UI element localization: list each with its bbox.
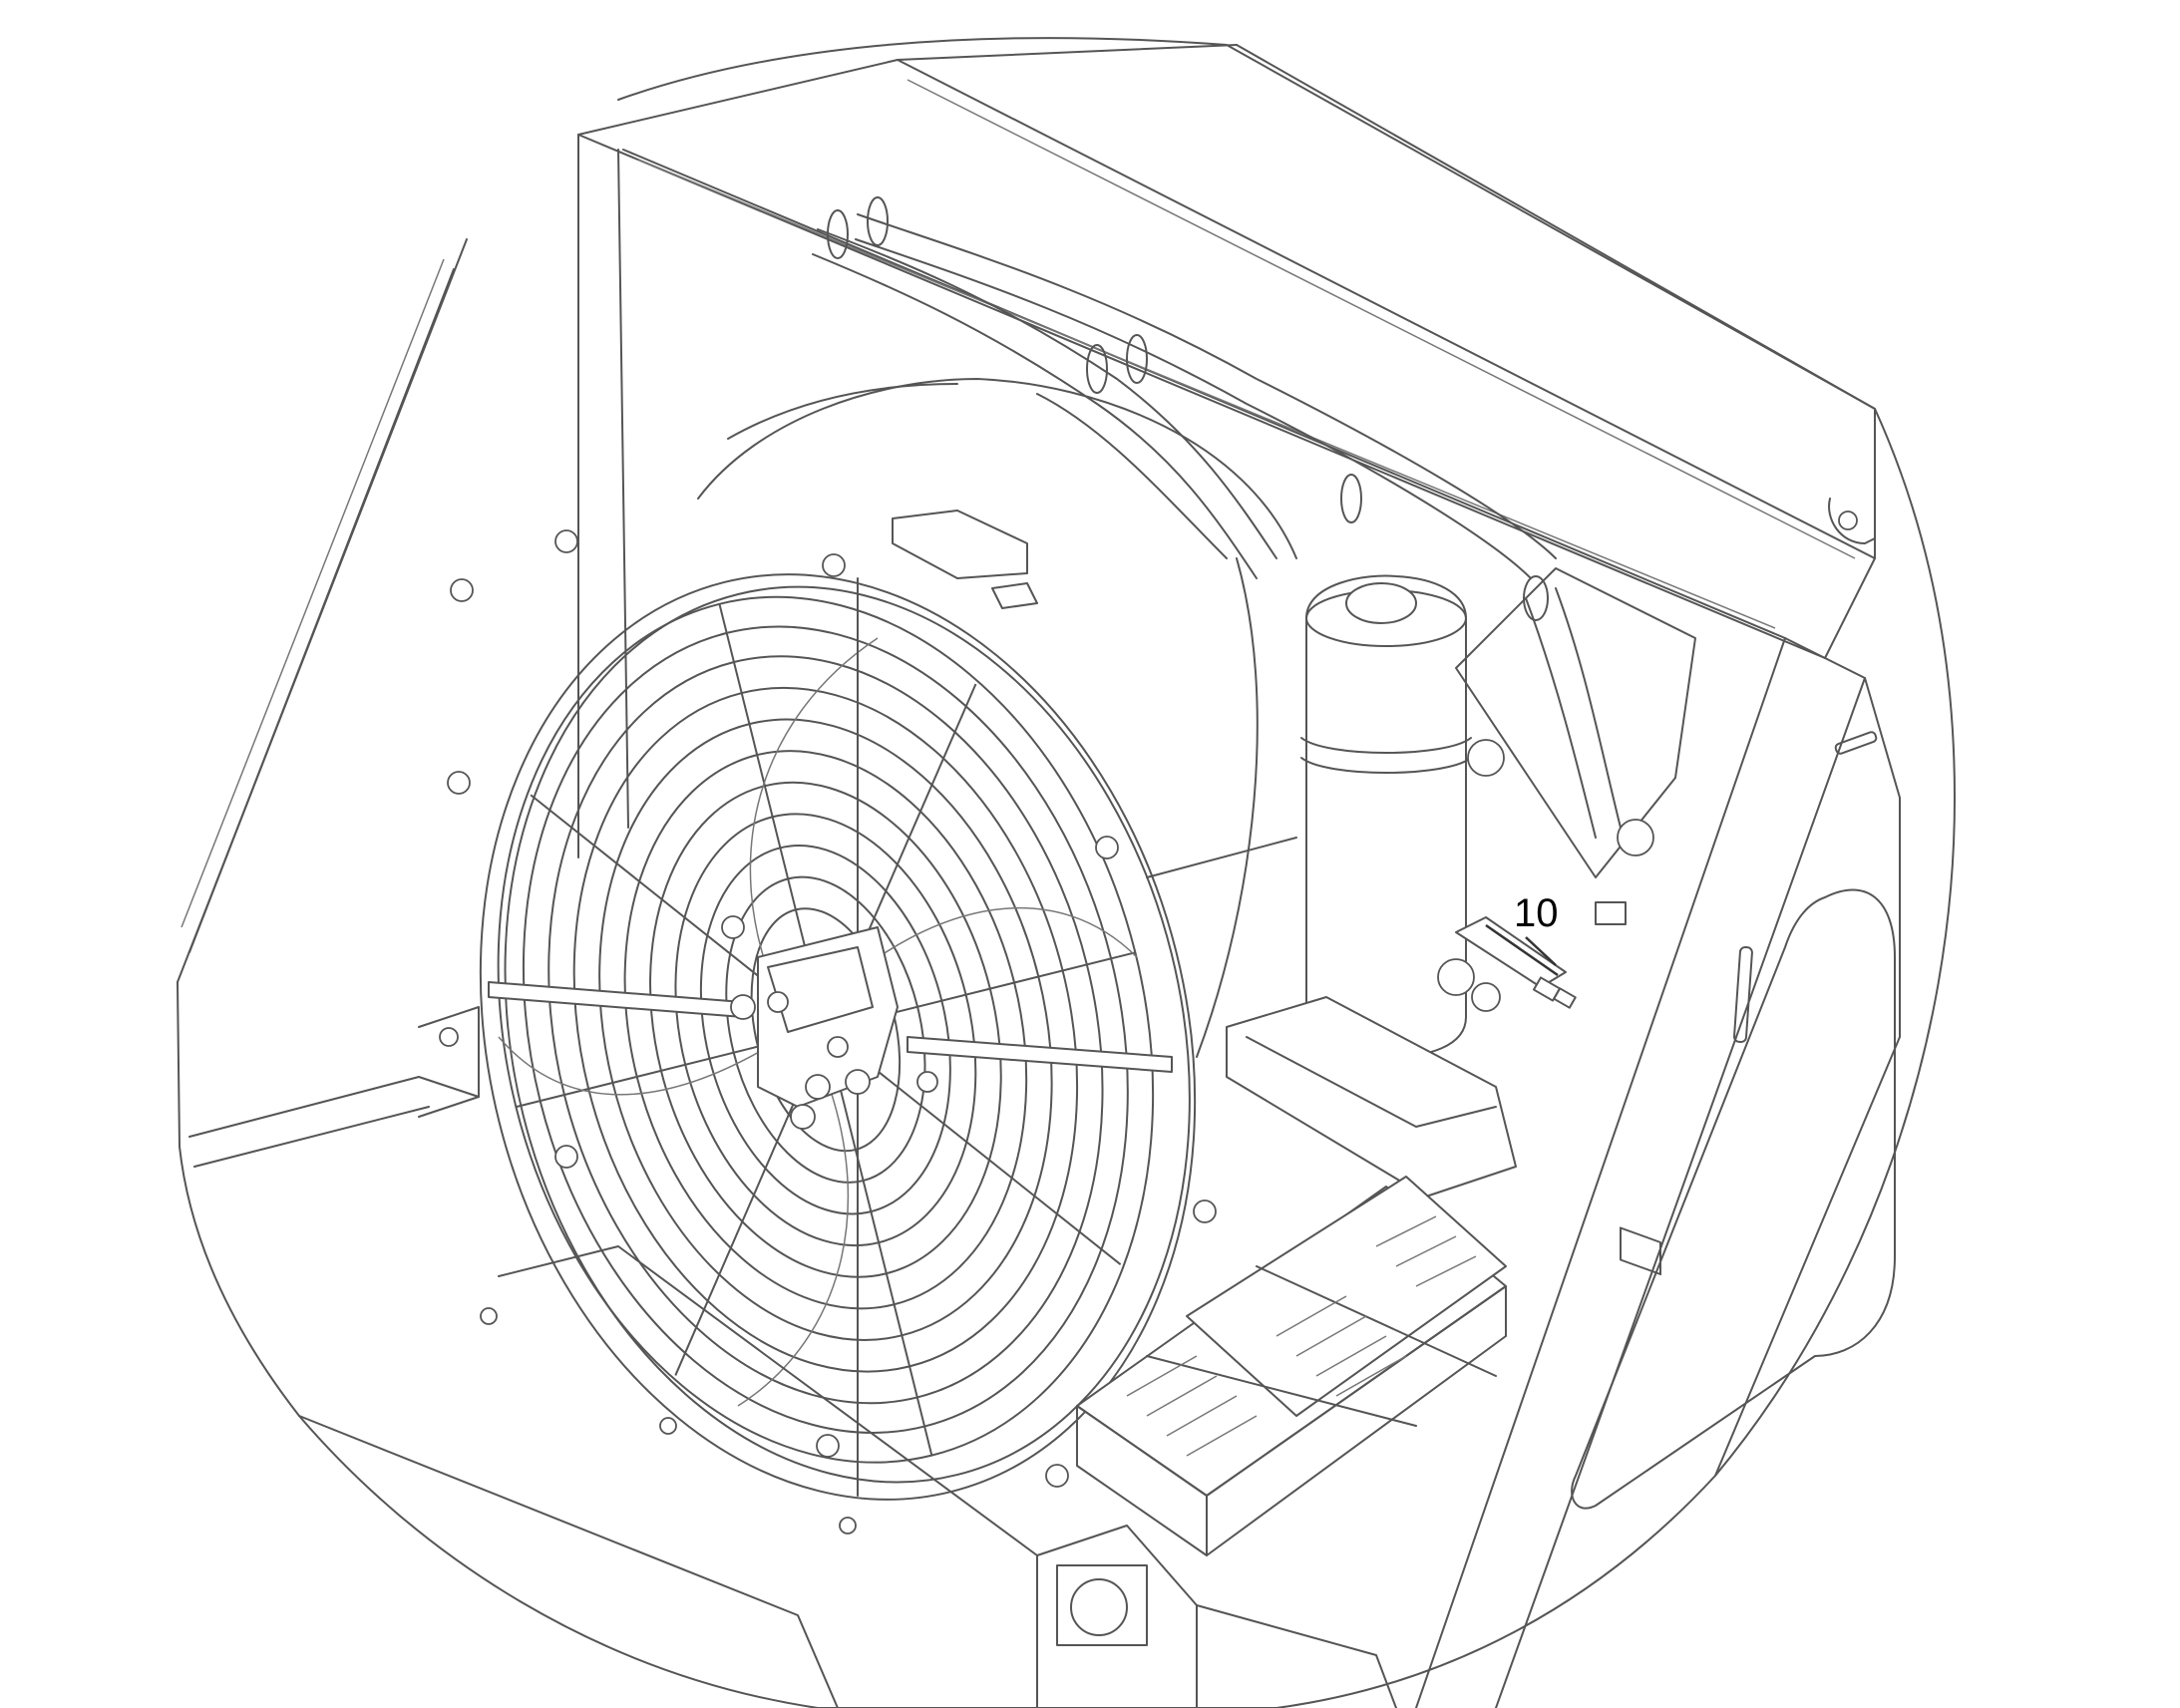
mounting-plate xyxy=(1437,567,1696,1276)
fan-blades xyxy=(498,637,1138,1407)
callout-10-label: 10 xyxy=(1514,891,1559,935)
rim-bolts xyxy=(447,529,1217,1488)
lower-bracket xyxy=(1036,1525,1397,1708)
coolant-hoses xyxy=(812,196,1622,839)
tank-tray xyxy=(1226,996,1517,1197)
right-frame-upright xyxy=(1415,498,1901,1708)
sensor-fitting xyxy=(1455,916,1577,1009)
fan-shroud xyxy=(697,378,1297,1058)
left-side-panel xyxy=(177,238,468,983)
step-platform xyxy=(1076,1176,1507,1556)
fan-motor-hub xyxy=(730,926,938,1130)
detail-view-outline xyxy=(177,37,1956,1708)
housing-frame xyxy=(577,44,1876,858)
callout-leader xyxy=(1525,936,1557,966)
lower-frame xyxy=(188,1006,1038,1708)
